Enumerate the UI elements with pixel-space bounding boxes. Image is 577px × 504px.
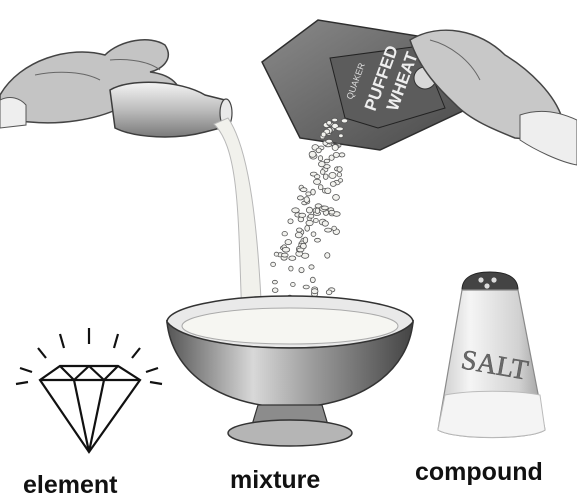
- milk-bottle-icon: [110, 82, 232, 137]
- cereal-puff: [330, 182, 336, 187]
- cereal-puff: [339, 134, 344, 138]
- cereal-puff: [318, 156, 322, 161]
- cereal-puffs: [251, 118, 347, 320]
- cereal-puff: [299, 213, 306, 217]
- cereal-puff: [325, 253, 330, 259]
- cereal-puff: [303, 285, 309, 289]
- cereal-puff: [282, 247, 289, 252]
- cereal-puff: [326, 290, 332, 295]
- cereal-puff: [297, 228, 303, 232]
- cereal-puff: [309, 151, 316, 157]
- cereal-puff: [306, 220, 313, 225]
- cereal-puff: [282, 253, 289, 257]
- cereal-puff: [320, 170, 325, 175]
- cereal-puff: [305, 225, 310, 231]
- cereal-puff: [336, 127, 344, 131]
- cereal-puff: [309, 265, 314, 269]
- cereal-puff: [282, 232, 287, 236]
- cereal-puff: [339, 153, 345, 157]
- cereal-puff: [291, 282, 296, 286]
- cereal-puff: [306, 192, 311, 196]
- diamond-icon: [16, 328, 162, 452]
- cereal-puff: [295, 232, 302, 237]
- cereal-puff: [311, 232, 316, 237]
- cereal-puff: [314, 179, 321, 184]
- cereal-puff: [310, 277, 315, 282]
- cereal-puff: [323, 174, 328, 179]
- cereal-puff: [321, 132, 326, 137]
- cereal-puff: [329, 210, 335, 214]
- cereal-puff: [318, 185, 323, 190]
- cereal-puff: [322, 221, 328, 226]
- cereal-puff: [272, 280, 277, 284]
- cereal-puff: [324, 159, 329, 163]
- cereal-puff: [288, 219, 293, 224]
- cereal-puff: [315, 208, 319, 213]
- cereal-puff: [306, 207, 312, 213]
- cereal-puff: [327, 121, 332, 125]
- cereal-puff: [326, 139, 333, 143]
- cereal-puff: [304, 197, 309, 203]
- bowl-icon: [167, 296, 413, 446]
- salt-shaker-icon: SALT: [438, 272, 545, 438]
- cereal-puff: [274, 252, 278, 256]
- cereal-puff: [325, 228, 332, 232]
- cereal-puff: [325, 188, 331, 194]
- cereal-puff: [297, 248, 304, 252]
- cereal-puff: [297, 196, 303, 200]
- cereal-puff: [299, 268, 304, 273]
- cereal-puff: [338, 179, 342, 183]
- cereal-puff: [289, 256, 296, 260]
- cereal-puff: [285, 240, 292, 245]
- mixture-label: mixture: [230, 466, 320, 495]
- element-label: element: [23, 471, 117, 500]
- cereal-puff: [315, 238, 321, 242]
- cereal-puff: [337, 167, 342, 172]
- cereal-puff: [322, 206, 329, 210]
- cereal-puff: [333, 152, 339, 157]
- cereal-puff: [308, 214, 314, 218]
- compound-label: compound: [415, 458, 543, 487]
- cereal-puff: [311, 289, 318, 294]
- cereal-puff: [300, 188, 307, 192]
- cereal-puff: [333, 195, 340, 201]
- cereal-puff: [341, 119, 347, 123]
- cereal-puff: [337, 173, 341, 177]
- cereal-puff: [332, 226, 337, 230]
- cereal-puff: [289, 266, 293, 271]
- cereal-puff: [272, 288, 278, 293]
- cereal-puff: [271, 262, 276, 266]
- cereal-puff: [329, 172, 336, 178]
- cereal-puff: [324, 165, 330, 169]
- milk-stream: [214, 118, 262, 320]
- cereal-puff: [332, 118, 338, 122]
- cereal-puff: [316, 148, 321, 153]
- cereal-puff: [332, 145, 338, 151]
- cereal-puff: [314, 218, 319, 222]
- cereal-puff: [315, 175, 320, 179]
- cereal-puff: [303, 237, 308, 243]
- cereal-puff: [292, 208, 300, 213]
